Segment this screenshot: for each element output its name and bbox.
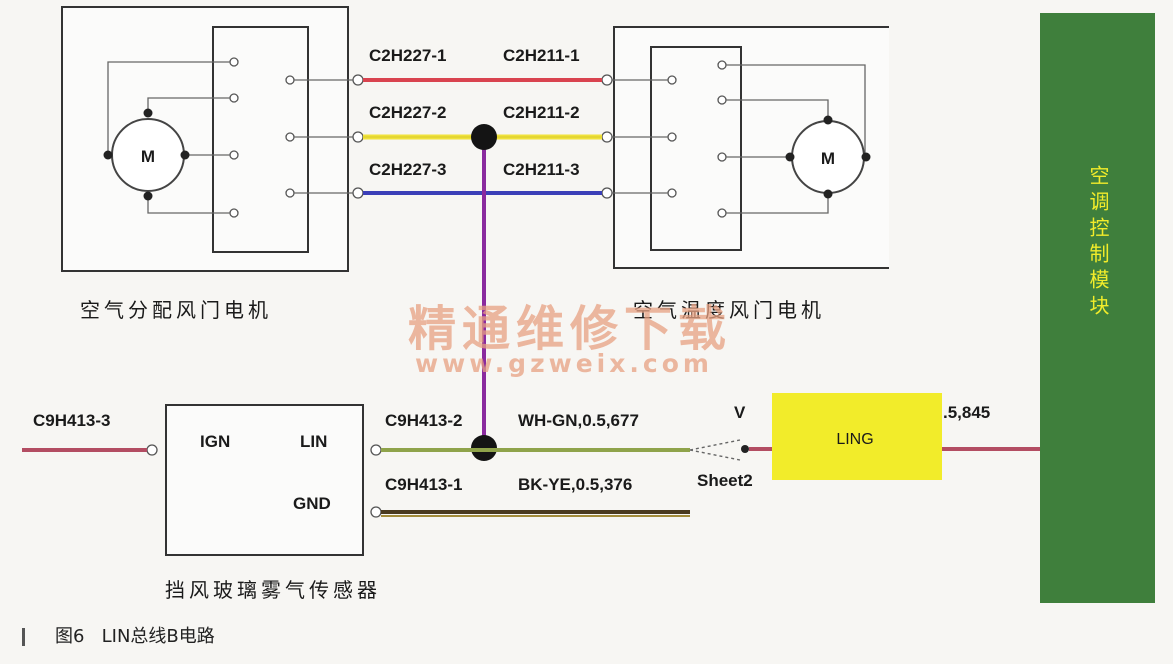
label-c2h227-3: C2H227-3 [369,160,447,179]
label-c2h227-1: C2H227-1 [369,46,447,65]
sheet-label: Sheet2 [697,471,753,490]
label-c2h211-3: C2H211-3 [503,160,580,179]
caption-bar [22,628,25,646]
left-motor-label: M [141,147,155,166]
watermark-url: www.gzweix.com [415,349,713,378]
junction-top [471,124,497,150]
sheet-link-node [741,445,749,453]
sensor-title: 挡风玻璃雾气传感器 [165,578,381,602]
label-c9h413-1: C9H413-1 [385,475,463,494]
caption-fig: 图6 [55,626,85,647]
sensor-pin-gnd: GND [293,494,331,513]
motor-bus-wires [363,78,602,461]
right-motor-label: M [821,149,835,168]
right-motor-title: 空气温度风门电机 [633,298,825,322]
label-bk-ye: BK-YE,0.5,376 [518,475,632,494]
ac-control-module-title: 空调控制模块 [1086,165,1110,321]
right-wire-label: .5,845 [943,403,990,422]
ling-box [772,393,942,480]
sensor-pin-lin: LIN [300,432,327,451]
ac-control-module [1040,13,1155,603]
right-motor-connector-block [650,46,742,251]
label-c2h211-1: C2H211-1 [503,46,580,65]
sensor-pin-ign: IGN [200,432,230,451]
figure-caption: 图6 LIN总线B电路 [22,622,215,648]
label-c9h413-3: C9H413-3 [33,411,111,430]
left-motor-title: 空气分配风门电机 [80,298,272,322]
label-wh-gn: WH-GN,0.5,677 [518,411,639,430]
label-c2h227-2: C2H227-2 [369,103,447,122]
caption-text: LIN总线B电路 [101,626,215,647]
ling-label: LING [836,431,873,448]
fog-sensor: IGN LIN GND [146,404,382,556]
label-c2h211-2: C2H211-2 [503,103,580,122]
label-c9h413-2: C9H413-2 [385,411,463,430]
v-label: V [734,403,746,422]
fog-sensor-box [165,404,364,556]
watermark-title: 精通维修下载 [408,301,732,357]
right-motor-assembly: M [601,26,889,269]
left-motor-assembly: M [61,6,364,272]
